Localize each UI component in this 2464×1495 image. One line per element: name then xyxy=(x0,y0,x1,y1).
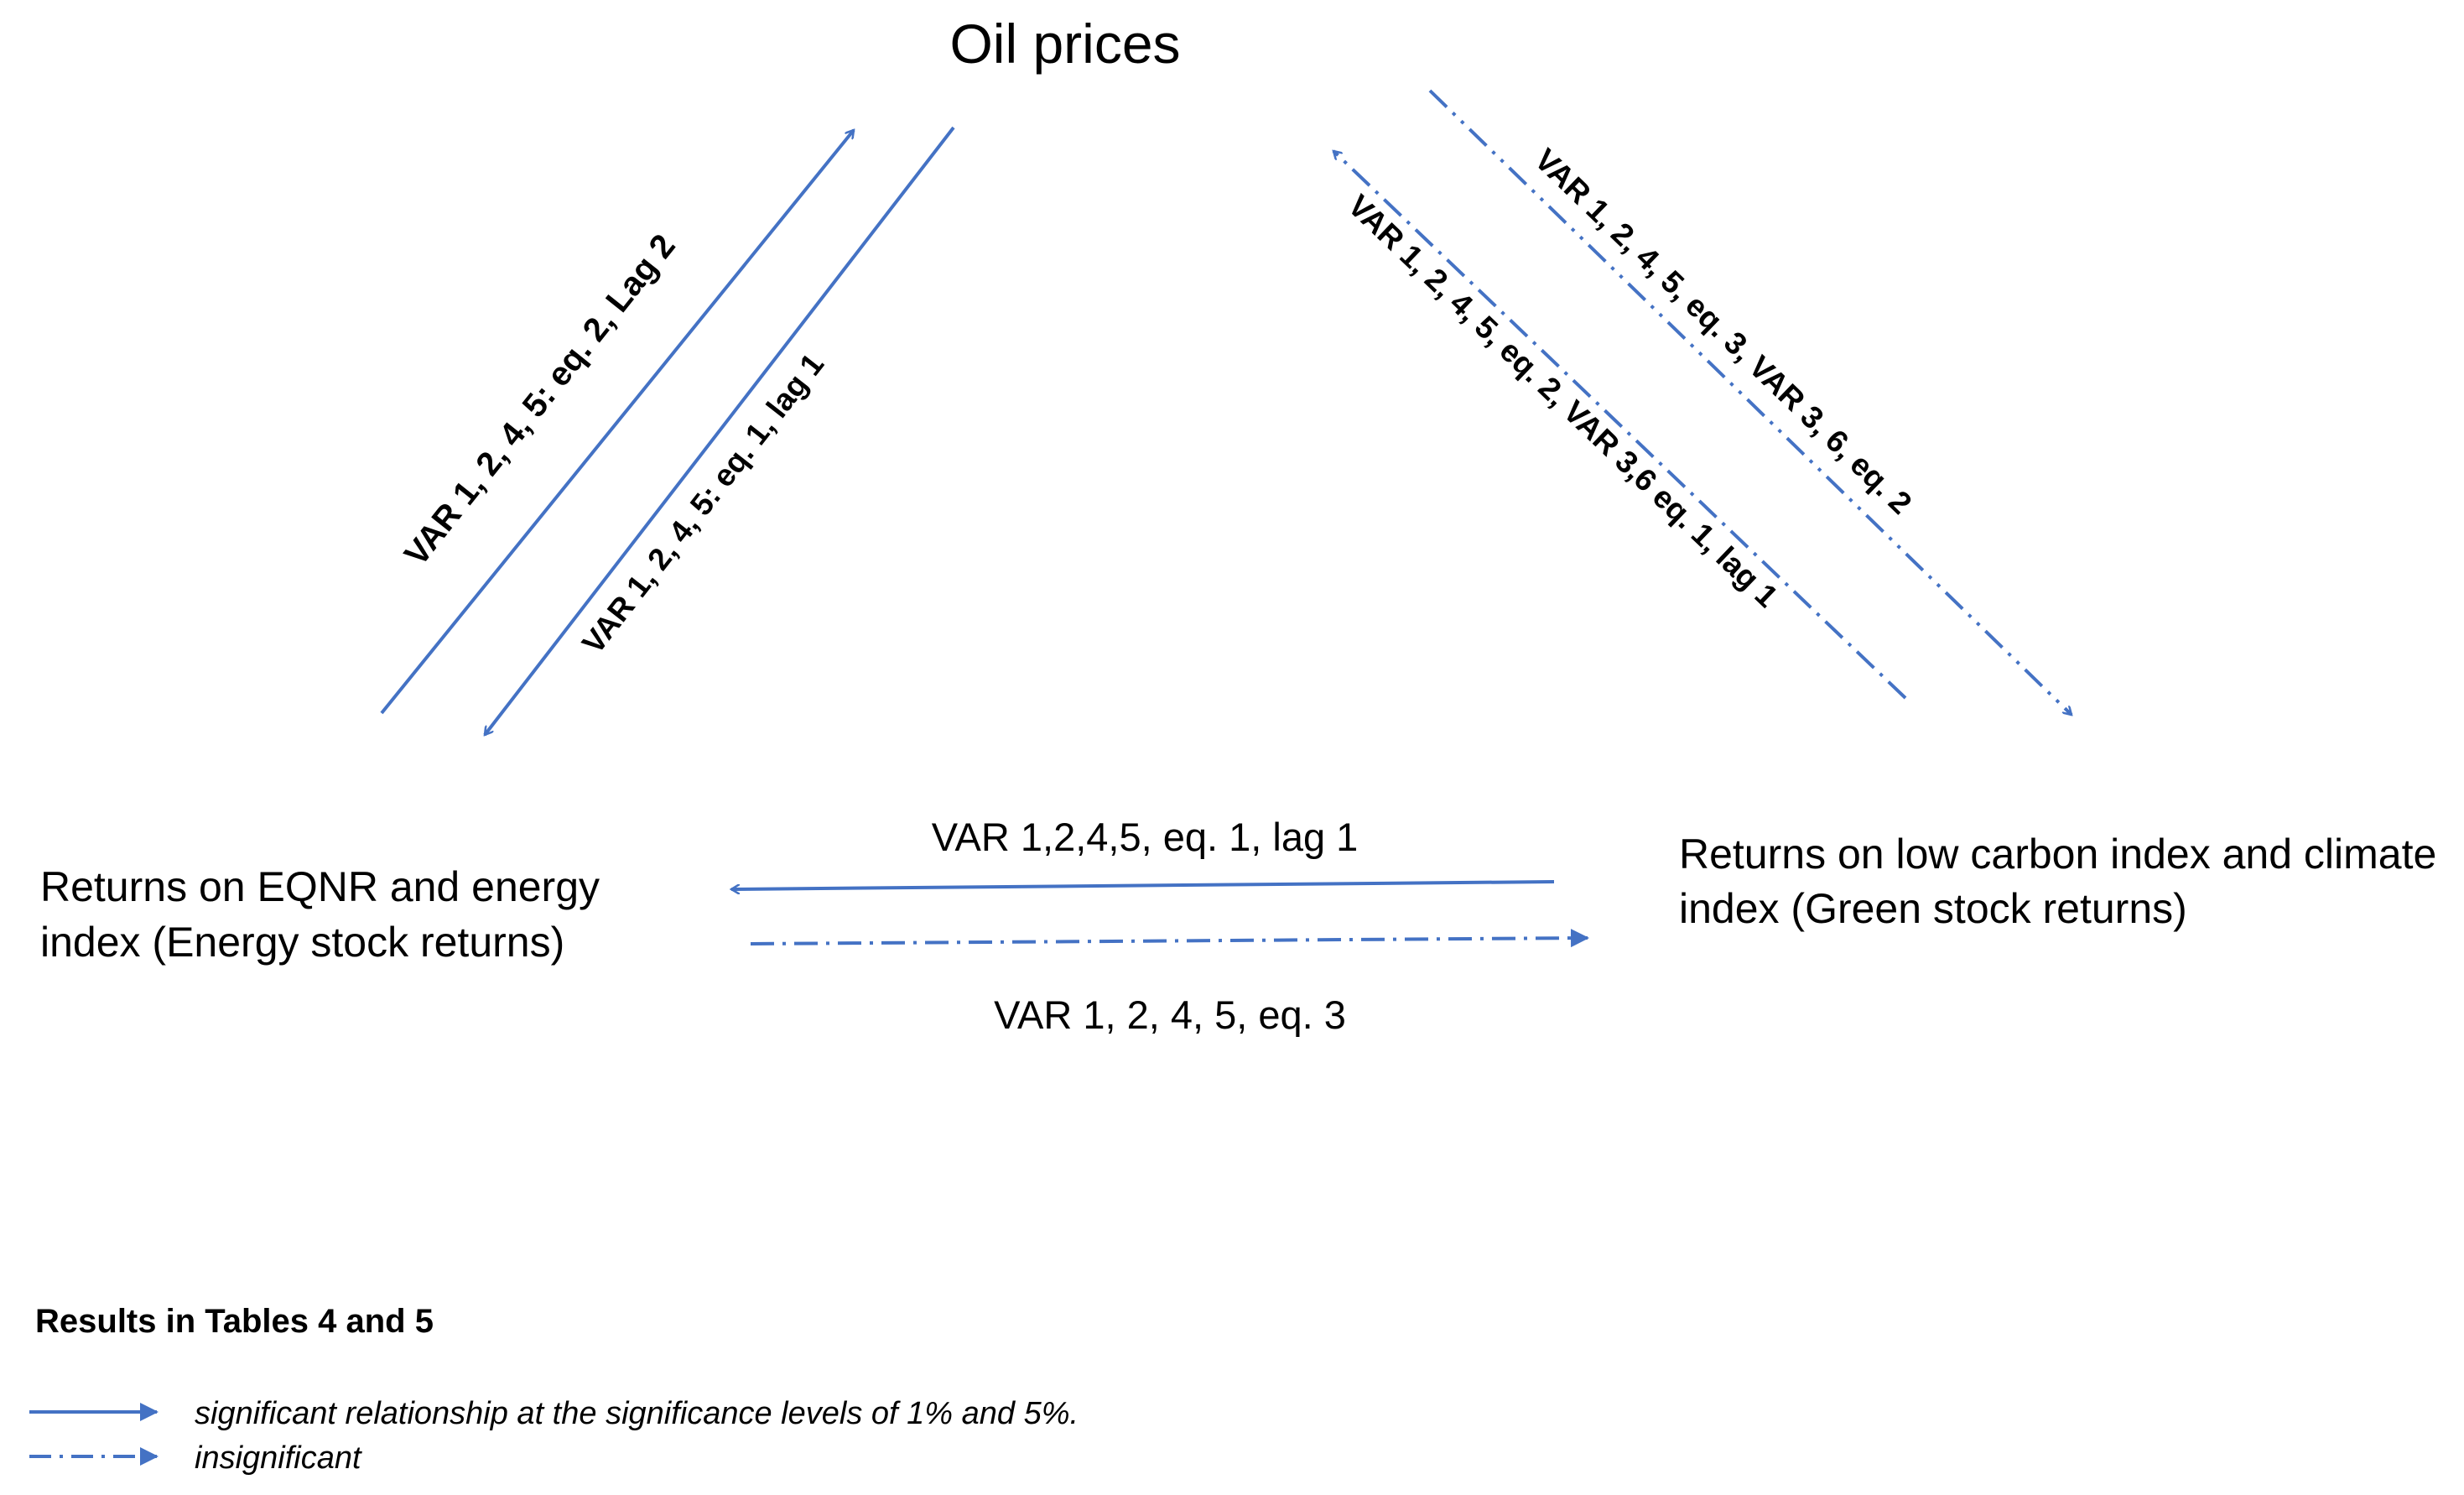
arrow-oil-to-green xyxy=(1428,89,2072,715)
label-oil-to-energy: VAR 1, 2, 4, 5: eq. 1, lag 1 xyxy=(575,347,830,660)
label-green-to-energy: VAR 1,2,4,5, eq. 1, lag 1 xyxy=(932,815,1359,859)
label-oil-to-green: VAR 1, 2, 4, 5, eq. 3, VAR 3, 6, eq. 2 xyxy=(1528,142,1918,520)
arrow-green-to-energy xyxy=(731,880,1555,889)
label-energy-to-oil: VAR 1, 2, 4, 5: eq. 2, Lag 2 xyxy=(398,227,683,572)
node-oil-prices: Oil prices xyxy=(949,13,1180,75)
arrow-green-to-oil xyxy=(1333,151,1907,700)
node-energy-line1: Returns on EQNR and energy xyxy=(40,863,600,910)
legend-insignificant-label: insignificant xyxy=(195,1440,362,1476)
arrow-oil-to-energy xyxy=(483,126,955,735)
label-energy-to-green: VAR 1, 2, 4, 5, eq. 3 xyxy=(994,992,1346,1037)
label-green-to-oil: VAR 1, 2, 4, 5, eq. 2, VAR 3,6 eq. 1, la… xyxy=(1341,188,1784,613)
legend-title: Results in Tables 4 and 5 xyxy=(35,1303,434,1340)
node-energy-line2: index (Energy stock returns) xyxy=(40,919,564,966)
node-green-line1: Returns on low carbon index and climate xyxy=(1679,831,2436,878)
legend: Results in Tables 4 and 5 significant re… xyxy=(29,1303,1079,1476)
arrow-energy-to-green xyxy=(750,929,1589,948)
legend-significant-label: significant relationship at the signific… xyxy=(195,1396,1079,1431)
arrow-energy-to-oil xyxy=(380,130,855,715)
node-green-line2: index (Green stock returns) xyxy=(1679,885,2187,932)
